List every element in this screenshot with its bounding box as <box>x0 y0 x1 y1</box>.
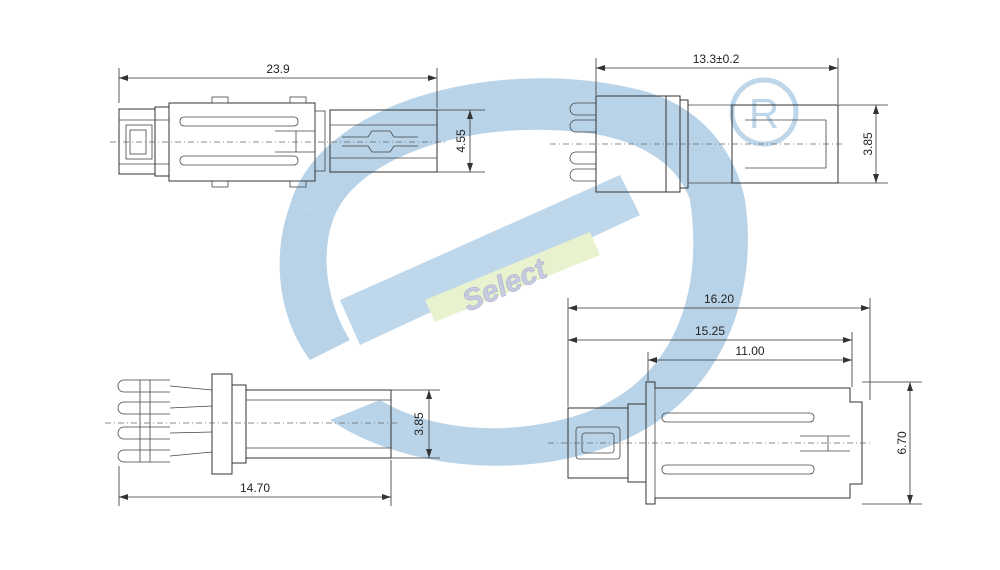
header-flange <box>211 373 233 475</box>
dim-label-header-length: 14.70 <box>240 481 270 495</box>
logo-diagonal-band <box>340 175 640 345</box>
dim-label-socket-overall: 16.20 <box>704 292 734 306</box>
dim-label-tail-height: 4.55 <box>454 129 468 153</box>
logo-swoosh-left <box>279 205 350 360</box>
dim-label-overall-length: 23.9 <box>266 62 290 76</box>
dim-label-socket-body: 15.25 <box>695 324 725 338</box>
view-top-left: 23.9 4.55 <box>110 62 485 188</box>
dim-label-socket-shell: 11.00 <box>735 344 764 358</box>
view-top-right: 13.3±0.2 3.85 <box>550 52 888 193</box>
plug-tail <box>329 109 438 173</box>
registered-mark-letter: R <box>749 90 779 137</box>
dim-label-header-height: 3.85 <box>412 412 426 436</box>
view-bottom-right: 16.20 15.25 11.00 6.70 <box>548 292 922 505</box>
logo-swoosh-upper <box>290 78 745 216</box>
header-body <box>245 389 392 459</box>
watermark-logo: Select R <box>279 77 799 466</box>
dim-label-receptacle-length: 13.3±0.2 <box>693 52 740 66</box>
view-bottom-left: 3.85 14.70 <box>105 373 440 506</box>
dim-label-receptacle-height: 3.85 <box>861 132 875 156</box>
logo-green-band <box>425 232 600 322</box>
dim-label-socket-height: 6.70 <box>895 431 909 455</box>
logo-swoosh-lower <box>330 200 748 466</box>
